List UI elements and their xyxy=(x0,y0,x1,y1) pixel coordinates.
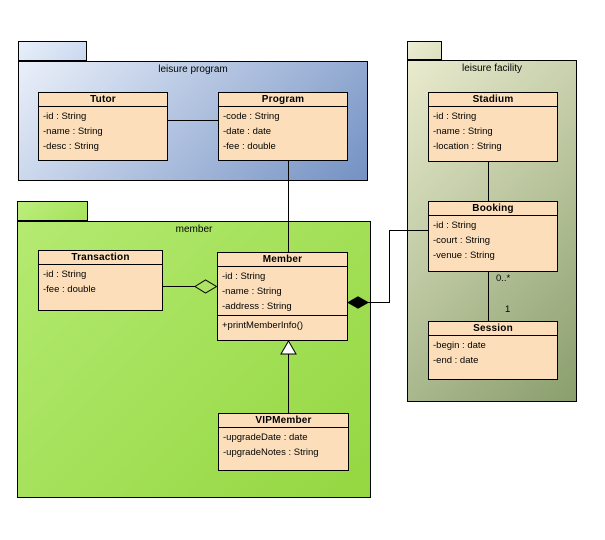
multiplicity-booking-session-source: 0..* xyxy=(496,273,511,284)
class-session-title: Session xyxy=(429,322,557,336)
class-member-attributes: -id : String -name : String -address : S… xyxy=(218,267,347,315)
attribute-row: -begin : date xyxy=(433,340,486,351)
attribute-row: -fee : double xyxy=(43,283,96,295)
attribute-row: -name : String xyxy=(433,125,493,137)
attribute-row: -upgradeNotes : String xyxy=(223,446,319,458)
attribute-row: -location : String xyxy=(433,140,502,152)
package-label-member: member xyxy=(175,224,213,235)
package-tab-leisure-program xyxy=(18,41,87,61)
class-stadium-attributes: -id : String -name : String -location : … xyxy=(429,107,557,156)
attribute-row: -code : String xyxy=(223,111,280,122)
attribute-row: -id : String xyxy=(43,111,87,122)
class-session-attributes: -begin : date -end : date xyxy=(429,336,557,371)
class-tutor-title: Tutor xyxy=(39,93,167,107)
class-booking-title: Booking xyxy=(429,202,557,216)
package-label-leisure-facility: leisure facility xyxy=(461,63,523,74)
attribute-row: -venue : String xyxy=(433,249,495,261)
class-stadium-title: Stadium xyxy=(429,93,557,107)
class-program: Program -code : String -date : date -fee… xyxy=(218,92,348,161)
class-transaction-title: Transaction xyxy=(39,251,162,265)
package-label-leisure-program: leisure program xyxy=(158,64,228,75)
attribute-row: -name : String xyxy=(43,125,103,137)
attribute-row: -date : date xyxy=(223,125,272,137)
attribute-row: -id : String xyxy=(43,269,87,280)
attribute-row: -desc : String xyxy=(43,140,99,152)
package-tab-leisure-facility xyxy=(407,41,442,60)
class-vipmember-attributes: -upgradeDate : date -upgradeNotes : Stri… xyxy=(219,428,348,463)
class-session: Session -begin : date -end : date xyxy=(428,321,558,380)
attribute-row: -name : String xyxy=(222,285,282,297)
package-tab-member xyxy=(17,201,88,221)
class-booking: Booking -id : String -court : String -ve… xyxy=(428,201,558,272)
class-member: Member -id : String -name : String -addr… xyxy=(217,252,348,341)
class-tutor: Tutor -id : String -name : String -desc … xyxy=(38,92,168,161)
class-program-attributes: -code : String -date : date -fee : doubl… xyxy=(219,107,347,156)
multiplicity-booking-session-target: 1 xyxy=(505,304,511,315)
class-member-operations: +printMemberInfo() xyxy=(218,315,347,336)
attribute-row: -court : String xyxy=(433,234,491,246)
class-tutor-attributes: -id : String -name : String -desc : Stri… xyxy=(39,107,167,156)
attribute-row: -upgradeDate : date xyxy=(223,432,308,443)
attribute-row: -end : date xyxy=(433,354,479,366)
class-vipmember-title: VIPMember xyxy=(219,414,348,428)
class-program-title: Program xyxy=(219,93,347,107)
attribute-row: -id : String xyxy=(433,220,477,231)
class-transaction-attributes: -id : String -fee : double xyxy=(39,265,162,300)
class-vipmember: VIPMember -upgradeDate : date -upgradeNo… xyxy=(218,413,349,471)
class-booking-attributes: -id : String -court : String -venue : St… xyxy=(429,216,557,265)
operation-row: +printMemberInfo() xyxy=(222,320,304,331)
class-stadium: Stadium -id : String -name : String -loc… xyxy=(428,92,558,162)
attribute-row: -address : String xyxy=(222,300,292,312)
class-member-title: Member xyxy=(218,253,347,267)
class-transaction: Transaction -id : String -fee : double xyxy=(38,250,163,311)
attribute-row: -id : String xyxy=(222,271,266,282)
attribute-row: -fee : double xyxy=(223,140,276,152)
attribute-row: -id : String xyxy=(433,111,477,122)
